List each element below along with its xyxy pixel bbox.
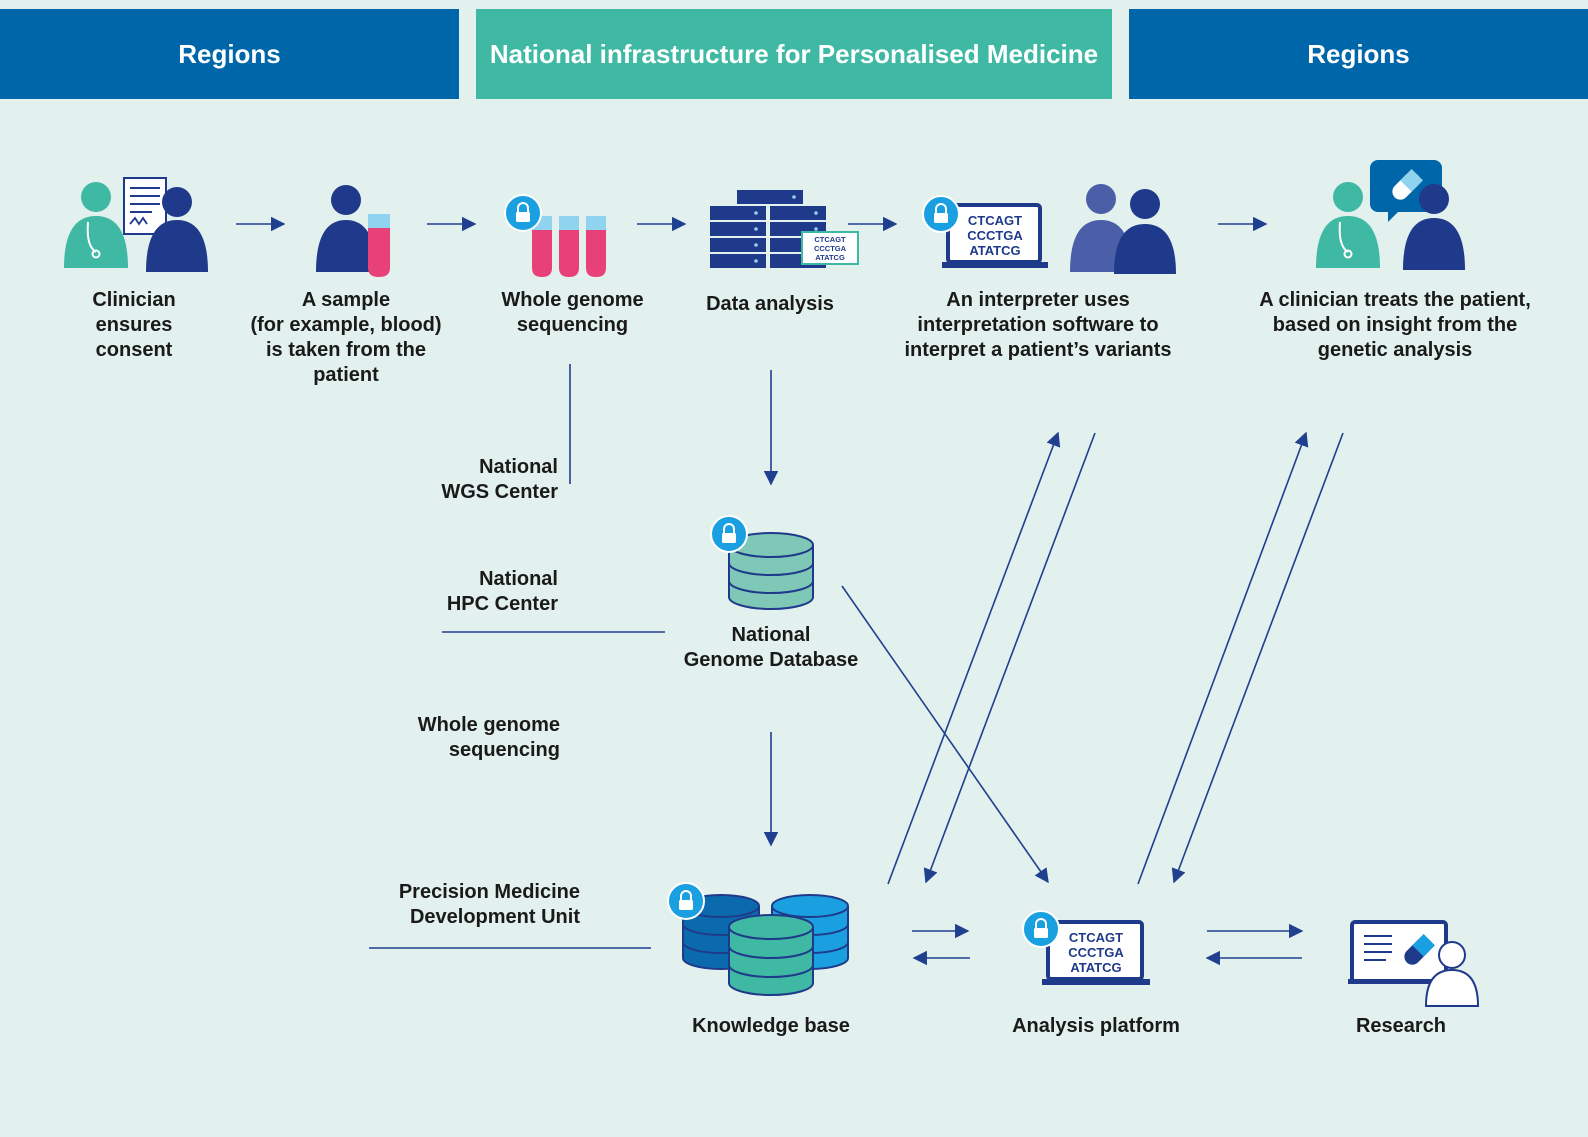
step-consent-label: Clinician ensures consent	[92, 289, 176, 361]
svg-text:CTCAGT: CTCAGT	[1069, 930, 1123, 945]
clinician-consent-icon	[64, 177, 208, 272]
knowledge-base-icon	[682, 894, 849, 996]
svg-text:ATATCG: ATATCG	[815, 253, 845, 262]
hpc-center-label: National HPC Center	[446, 568, 558, 615]
svg-text:CCCTGA: CCCTGA	[1068, 945, 1124, 960]
genome-database-label: National Genome Database	[683, 624, 859, 671]
server-rack-icon: CTCAGT CCCTGA ATATCG	[710, 190, 859, 268]
lock-icon	[667, 882, 705, 920]
svg-text:ATATCG: ATATCG	[969, 243, 1020, 258]
svg-text:CTCAGT: CTCAGT	[968, 213, 1022, 228]
step-sample-label: A sample (for example, blood) is taken f…	[250, 289, 442, 386]
research-label: Research	[1355, 1015, 1447, 1037]
lock-icon	[1022, 910, 1060, 948]
arrow-platform-to-treat	[1137, 431, 1309, 885]
database-icon	[728, 532, 814, 610]
header-regions-right: Regions	[1129, 9, 1588, 99]
step-wgs-label: Whole genome sequencing	[501, 289, 644, 336]
research-monitor-icon	[1348, 920, 1480, 1007]
people-icon	[1070, 184, 1176, 274]
arrow-interpreter-to-platform	[923, 432, 1096, 884]
clinician-treatment-icon	[1316, 160, 1465, 270]
pmdu-label: Precision Medicine Development Unit	[398, 881, 580, 928]
sequencing-tubes-icon	[532, 216, 606, 277]
blood-sample-icon	[316, 185, 390, 277]
wgs-center-label: National WGS Center	[441, 456, 558, 503]
header-regions-left: Regions	[0, 9, 459, 99]
lock-icon	[504, 194, 542, 232]
svg-text:ATATCG: ATATCG	[1070, 960, 1121, 975]
laptop-dna-icon: CTCAGT CCCTGA ATATCG	[942, 203, 1048, 268]
lock-icon	[922, 195, 960, 233]
svg-text:CCCTGA: CCCTGA	[814, 244, 847, 253]
svg-text:CCCTGA: CCCTGA	[967, 228, 1023, 243]
header-national-infrastructure: National infrastructure for Personalised…	[476, 9, 1112, 99]
step-analysis-label: Data analysis	[706, 293, 834, 315]
arrow-treat-to-platform	[1171, 432, 1344, 884]
knowledge-base-label: Knowledge base	[692, 1015, 850, 1037]
analysis-platform-label: Analysis platform	[1012, 1015, 1180, 1037]
arrow-knowledge-to-interpreter	[887, 431, 1061, 885]
dna-text-small: CTCAGT	[814, 235, 846, 244]
lock-icon	[710, 515, 748, 553]
step-treat-label: A clinician treats the patient, based on…	[1259, 289, 1531, 361]
analysis-platform-laptop-icon: CTCAGT CCCTGA ATATCG	[1042, 920, 1150, 985]
step-interpreter-label: An interpreter uses interpretation softw…	[904, 289, 1172, 361]
wgs-label: Whole genome sequencing	[417, 714, 560, 761]
